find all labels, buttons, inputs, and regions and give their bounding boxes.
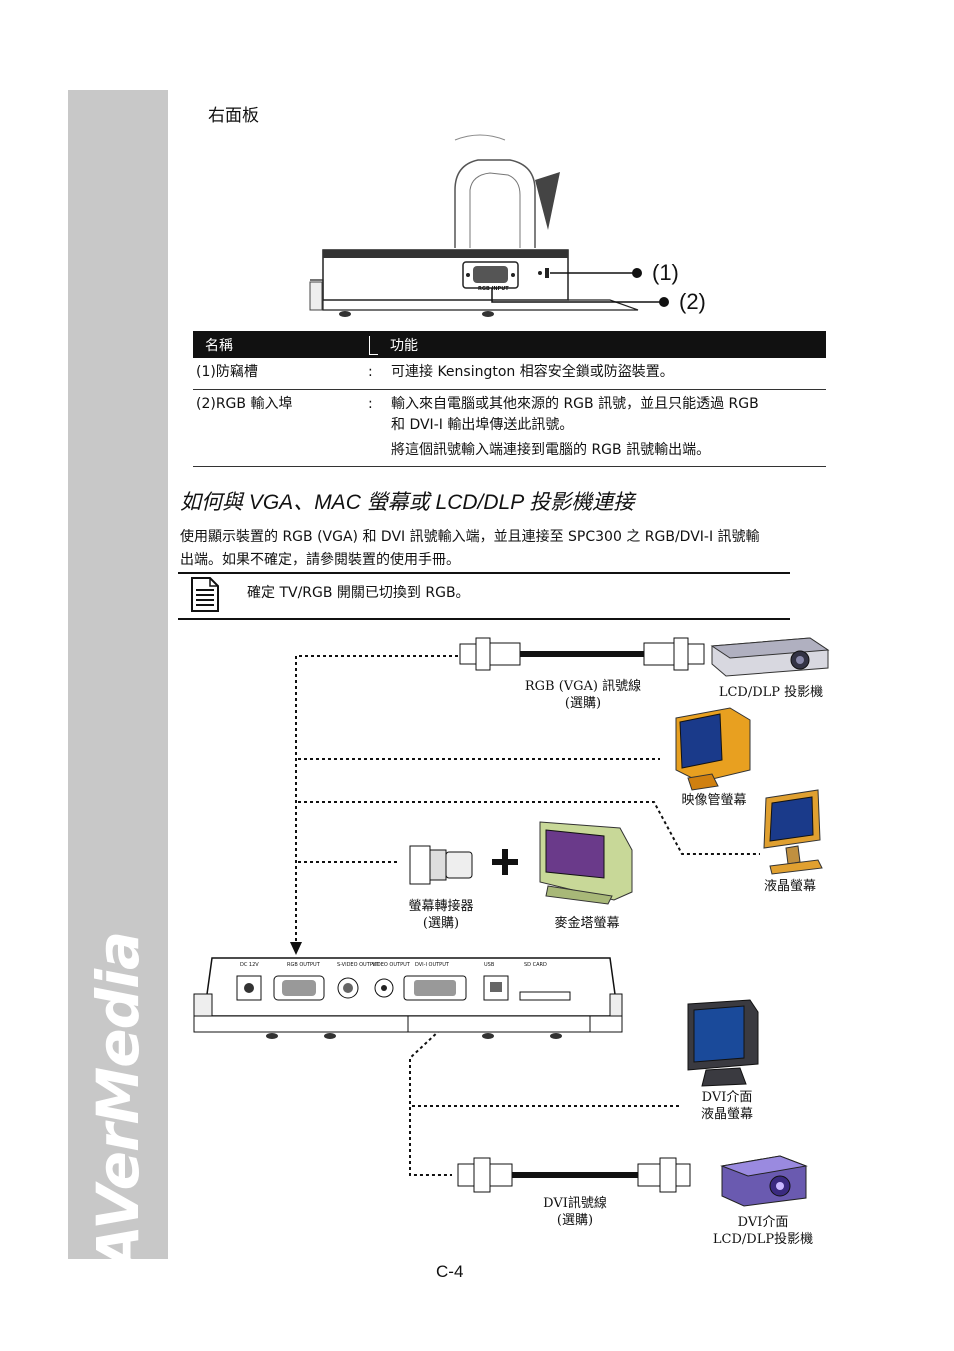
callout-1: (1) — [652, 260, 679, 285]
dvi-projector-icon — [720, 1155, 808, 1207]
row-2-name: (2)RGB 輸入埠 — [196, 396, 293, 412]
table-header: 名稱 功能 — [193, 331, 826, 358]
projector-label: LCD/DLP 投影機 — [718, 685, 824, 700]
rgb-input-port-label: RGB INPUT — [478, 286, 509, 292]
heading-part: 如何與 — [180, 490, 243, 514]
row-2-colon: : — [368, 396, 373, 412]
sidebar-band — [68, 90, 168, 1259]
rgb-cable-icon — [459, 637, 705, 671]
label-line: (選購) — [564, 696, 602, 711]
table-bottom-rule — [193, 466, 826, 467]
callout-2: (2) — [679, 289, 706, 314]
heading-part: 投影機連接 — [529, 490, 635, 514]
heading-part: LCD/DLP — [429, 491, 530, 514]
rgb-cable-label: RGB (VGA) 訊號線 (選購) — [498, 678, 668, 712]
row-2-desc-line-3: 將這個訊號輸入端連接到電腦的 RGB 訊號輸出端。 — [391, 442, 711, 458]
port-label-dc: DC 12V — [240, 962, 259, 968]
crt-monitor-icon — [675, 707, 751, 791]
port-label-rgb: RGB OUTPUT — [287, 962, 320, 968]
heading-part: 螢幕或 — [366, 490, 430, 514]
row-divider — [193, 389, 826, 390]
dvi-cable-label: DVI訊號線 (選購) — [520, 1195, 630, 1229]
row-1-colon: : — [368, 364, 373, 380]
crt-label: 映像管螢幕 — [681, 793, 747, 808]
paragraph-line: 出端。如果不確定，請參閱裝置的使用手冊。 — [180, 552, 460, 568]
presenter-back-panel — [193, 957, 623, 1039]
mac-label: 麥金塔螢幕 — [554, 916, 620, 931]
heading-part: 、 — [293, 490, 315, 514]
row-2-desc-line-1: 輸入來自電腦或其他來源的 RGB 訊號，並且只能透過 RGB — [391, 396, 759, 412]
heading-part: VGA — [243, 491, 294, 514]
label-line: DVI介面 — [701, 1090, 753, 1105]
header-separator — [369, 336, 378, 355]
port-label-svideo: S-VIDEO OUTPUT — [337, 962, 380, 968]
heading-part: MAC — [314, 491, 367, 514]
label-line: 螢幕轉接器 — [408, 899, 474, 914]
row-2-desc-line-2: 和 DVI-I 輸出埠傳送此訊號。 — [391, 417, 574, 433]
row-1-name: (1)防竊槽 — [196, 364, 258, 380]
projector-icon — [710, 637, 830, 677]
intro-paragraph: 使用顯示裝置的 RGB (VGA) 和 DVI 訊號輸入端，並且連接至 SPC3… — [180, 526, 830, 572]
brand-text: AVerMedia — [84, 931, 152, 1270]
page-number: C-4 — [436, 1262, 464, 1281]
port-label-usb: USB — [484, 962, 495, 968]
port-label-video: VIDEO OUTPUT — [372, 962, 410, 968]
dvi-lcd-monitor-icon — [687, 999, 759, 1087]
label-line: DVI訊號線 — [543, 1196, 607, 1211]
dvi-projector-label: DVI介面 LCD/DLP投影機 — [700, 1214, 826, 1248]
lcd-label: 液晶螢幕 — [763, 879, 816, 894]
label-line: RGB (VGA) 訊號線 — [524, 679, 642, 694]
brand-logo: AVerMedia — [84, 932, 152, 1270]
note-text: 確定 TV/RGB 開關已切換到 RGB。 — [247, 585, 470, 601]
row-1-desc: 可連接 Kensington 相容安全鎖或防盜裝置。 — [391, 364, 674, 380]
header-name: 名稱 — [205, 338, 233, 354]
port-label-dvi: DVI-I OUTPUT — [415, 962, 449, 968]
section-heading: 如何與 VGA、MAC 螢幕或 LCD/DLP 投影機連接 — [180, 486, 634, 516]
adapter-label: 螢幕轉接器 (選購) — [386, 898, 496, 932]
label-line: 液晶螢幕 — [700, 1107, 753, 1122]
header-function: 功能 — [390, 338, 418, 354]
port-label-sd: SD CARD — [524, 962, 547, 968]
note-icon — [191, 577, 219, 612]
label-line: (選購) — [556, 1213, 594, 1228]
dvi-lcd-label: DVI介面 液晶螢幕 — [680, 1089, 774, 1123]
note-box — [178, 572, 790, 620]
paragraph-line: 使用顯示裝置的 RGB (VGA) 和 DVI 訊號輸入端，並且連接至 SPC3… — [180, 529, 760, 545]
label-line: DVI介面 — [737, 1215, 789, 1230]
label-line: LCD/DLP投影機 — [712, 1232, 814, 1247]
adapter-icon — [409, 845, 473, 885]
dvi-cable-icon — [457, 1157, 691, 1193]
mac-monitor-icon — [539, 821, 633, 905]
label-line: (選購) — [422, 916, 460, 931]
section-title: 右面板 — [208, 106, 259, 126]
lcd-monitor-icon — [763, 789, 823, 875]
